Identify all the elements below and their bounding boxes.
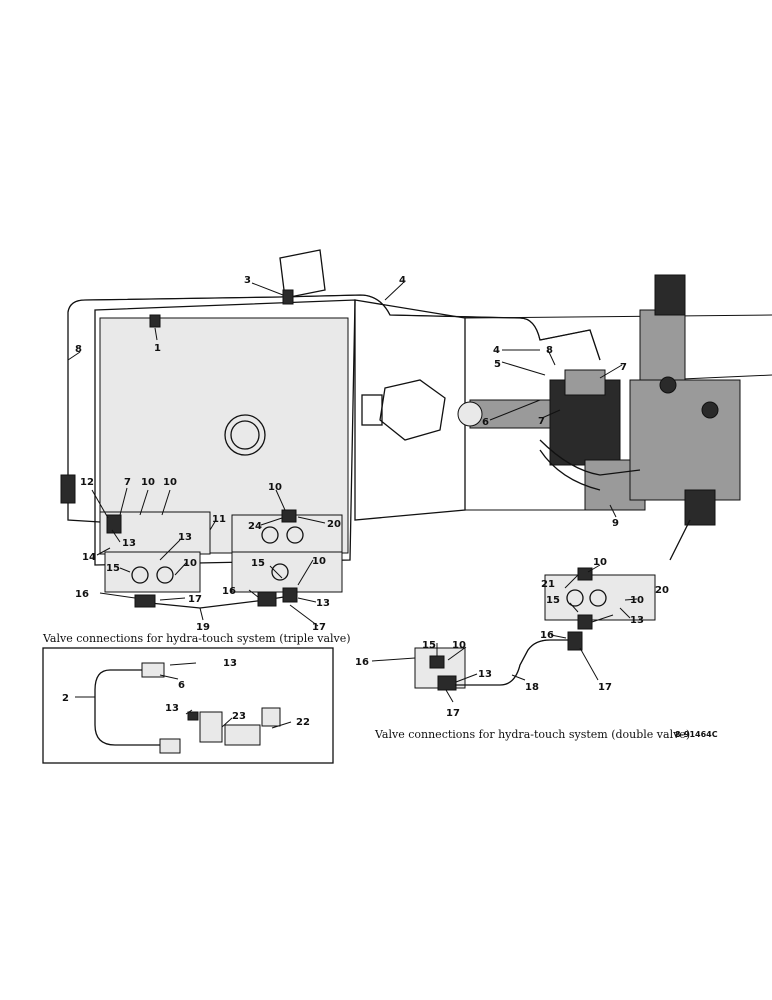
callout-21: 21 <box>541 579 555 590</box>
callout-10-e: 10 <box>312 556 326 567</box>
callout-15-c: 15 <box>546 595 560 606</box>
callout-4b: 4 <box>493 345 500 356</box>
callout-10-b: 10 <box>163 477 177 488</box>
callout-5: 5 <box>494 359 501 370</box>
callout-10-f: 10 <box>593 557 607 568</box>
callout-24: 24 <box>248 521 262 532</box>
callout-9: 9 <box>612 518 619 529</box>
callout-13-e: 13 <box>478 669 492 680</box>
caption-triple-valve: Valve connections for hydra-touch system… <box>42 632 351 645</box>
main-assembly <box>60 249 772 566</box>
callout-10-c: 10 <box>268 482 282 493</box>
callout-16-a: 16 <box>75 589 89 600</box>
callout-13-c: 13 <box>316 598 330 609</box>
callout-13-a: 13 <box>122 538 136 549</box>
hydraulic-pump <box>457 274 741 561</box>
callout-15-b: 15 <box>251 558 265 569</box>
callout-11: 11 <box>212 514 226 525</box>
callout-7-c: 7 <box>124 477 131 488</box>
callout-10-d: 10 <box>183 558 197 569</box>
callout-23: 23 <box>232 711 246 722</box>
callout-7-b: 7 <box>538 416 545 427</box>
triple-valve-group <box>91 487 343 627</box>
inset-detail <box>42 647 334 764</box>
transmission-housing <box>94 299 356 566</box>
callout-17-a: 17 <box>188 594 202 605</box>
callout-10-a: 10 <box>141 477 155 488</box>
reference-number: 8-91464C <box>675 730 718 739</box>
callout-6-inset: 6 <box>178 680 185 691</box>
callout-2: 2 <box>62 693 69 704</box>
callout-13-g: 13 <box>165 703 179 714</box>
caption-double-valve: Valve connections for hydra-touch system… <box>374 728 690 741</box>
callout-19: 19 <box>196 622 210 633</box>
callout-15-a: 15 <box>106 563 120 574</box>
callout-10-g: 10 <box>630 595 644 606</box>
callout-17-b: 17 <box>312 622 326 633</box>
callout-17-c: 17 <box>598 682 612 693</box>
callout-13-b: 13 <box>178 532 192 543</box>
callout-6-main: 6 <box>482 417 489 428</box>
callout-8-b: 8 <box>546 345 553 356</box>
callout-18: 18 <box>525 682 539 693</box>
callout-3: 3 <box>244 275 251 286</box>
callout-1: 1 <box>154 343 161 354</box>
callout-13-f: 13 <box>223 658 237 669</box>
callout-8-a: 8 <box>75 344 82 355</box>
callout-7-a: 7 <box>620 362 627 373</box>
callout-22: 22 <box>296 717 310 728</box>
callout-4: 4 <box>399 275 406 286</box>
callout-13-d: 13 <box>630 615 644 626</box>
callout-15-d: 15 <box>422 640 436 651</box>
callout-10-h: 10 <box>452 640 466 651</box>
double-valve-group <box>371 564 656 703</box>
callout-14: 14 <box>82 552 96 563</box>
callout-17-d: 17 <box>446 708 460 719</box>
callout-16-d: 16 <box>355 657 369 668</box>
callout-16-b: 16 <box>222 586 236 597</box>
callout-labels: 1 2 3 4 4 5 6 6 7 7 7 8 8 9 10 10 10 10 … <box>62 275 669 728</box>
callout-12: 12 <box>80 477 94 488</box>
callout-20-a: 20 <box>327 519 341 530</box>
callout-20-b: 20 <box>655 585 669 596</box>
callout-16-c: 16 <box>540 630 554 641</box>
